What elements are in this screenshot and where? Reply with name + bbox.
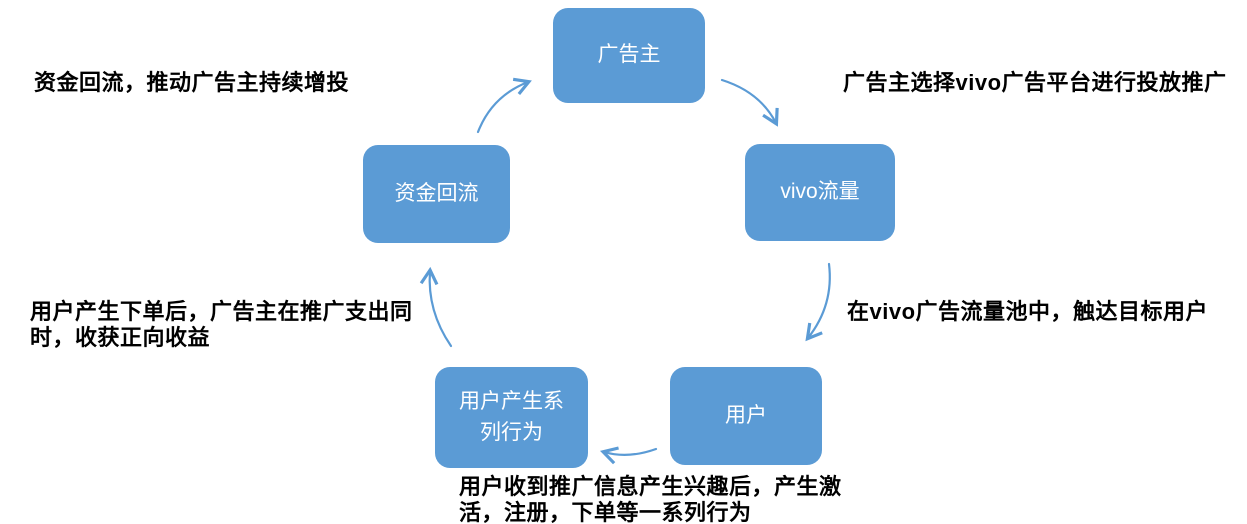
node-advertiser: 广告主 <box>553 8 705 103</box>
node-user-behaviors: 用户产生系 列行为 <box>435 367 588 468</box>
arrow-user-to-user-behaviors <box>599 446 658 465</box>
caption-advertiser-chooses-vivo-platform: 广告主选择vivo广告平台进行投放推广 <box>843 70 1227 95</box>
caption-funds-reflow-drives-reinvestment: 资金回流，推动广告主持续增投 <box>34 70 350 95</box>
caption-reach-target-users-in-traffic-pool: 在vivo广告流量池中，触达目标用户 <box>847 299 1209 324</box>
node-funds-reflow: 资金回流 <box>363 145 510 243</box>
node-user: 用户 <box>670 367 822 465</box>
arrow-funds-reflow-to-advertiser <box>476 77 532 134</box>
node-vivo-traffic: vivo流量 <box>745 144 895 241</box>
caption-advertiser-gains-positive-returns: 用户产生下单后，广告主在推广支出同 时，收获正向收益 <box>30 299 413 350</box>
caption-user-behavior-series: 用户收到推广信息产生兴趣后，产生激 活，注册，下单等一系列行为 <box>459 474 842 524</box>
arrow-advertiser-to-vivo-traffic <box>720 78 779 127</box>
arrow-vivo-traffic-to-user <box>805 262 831 342</box>
